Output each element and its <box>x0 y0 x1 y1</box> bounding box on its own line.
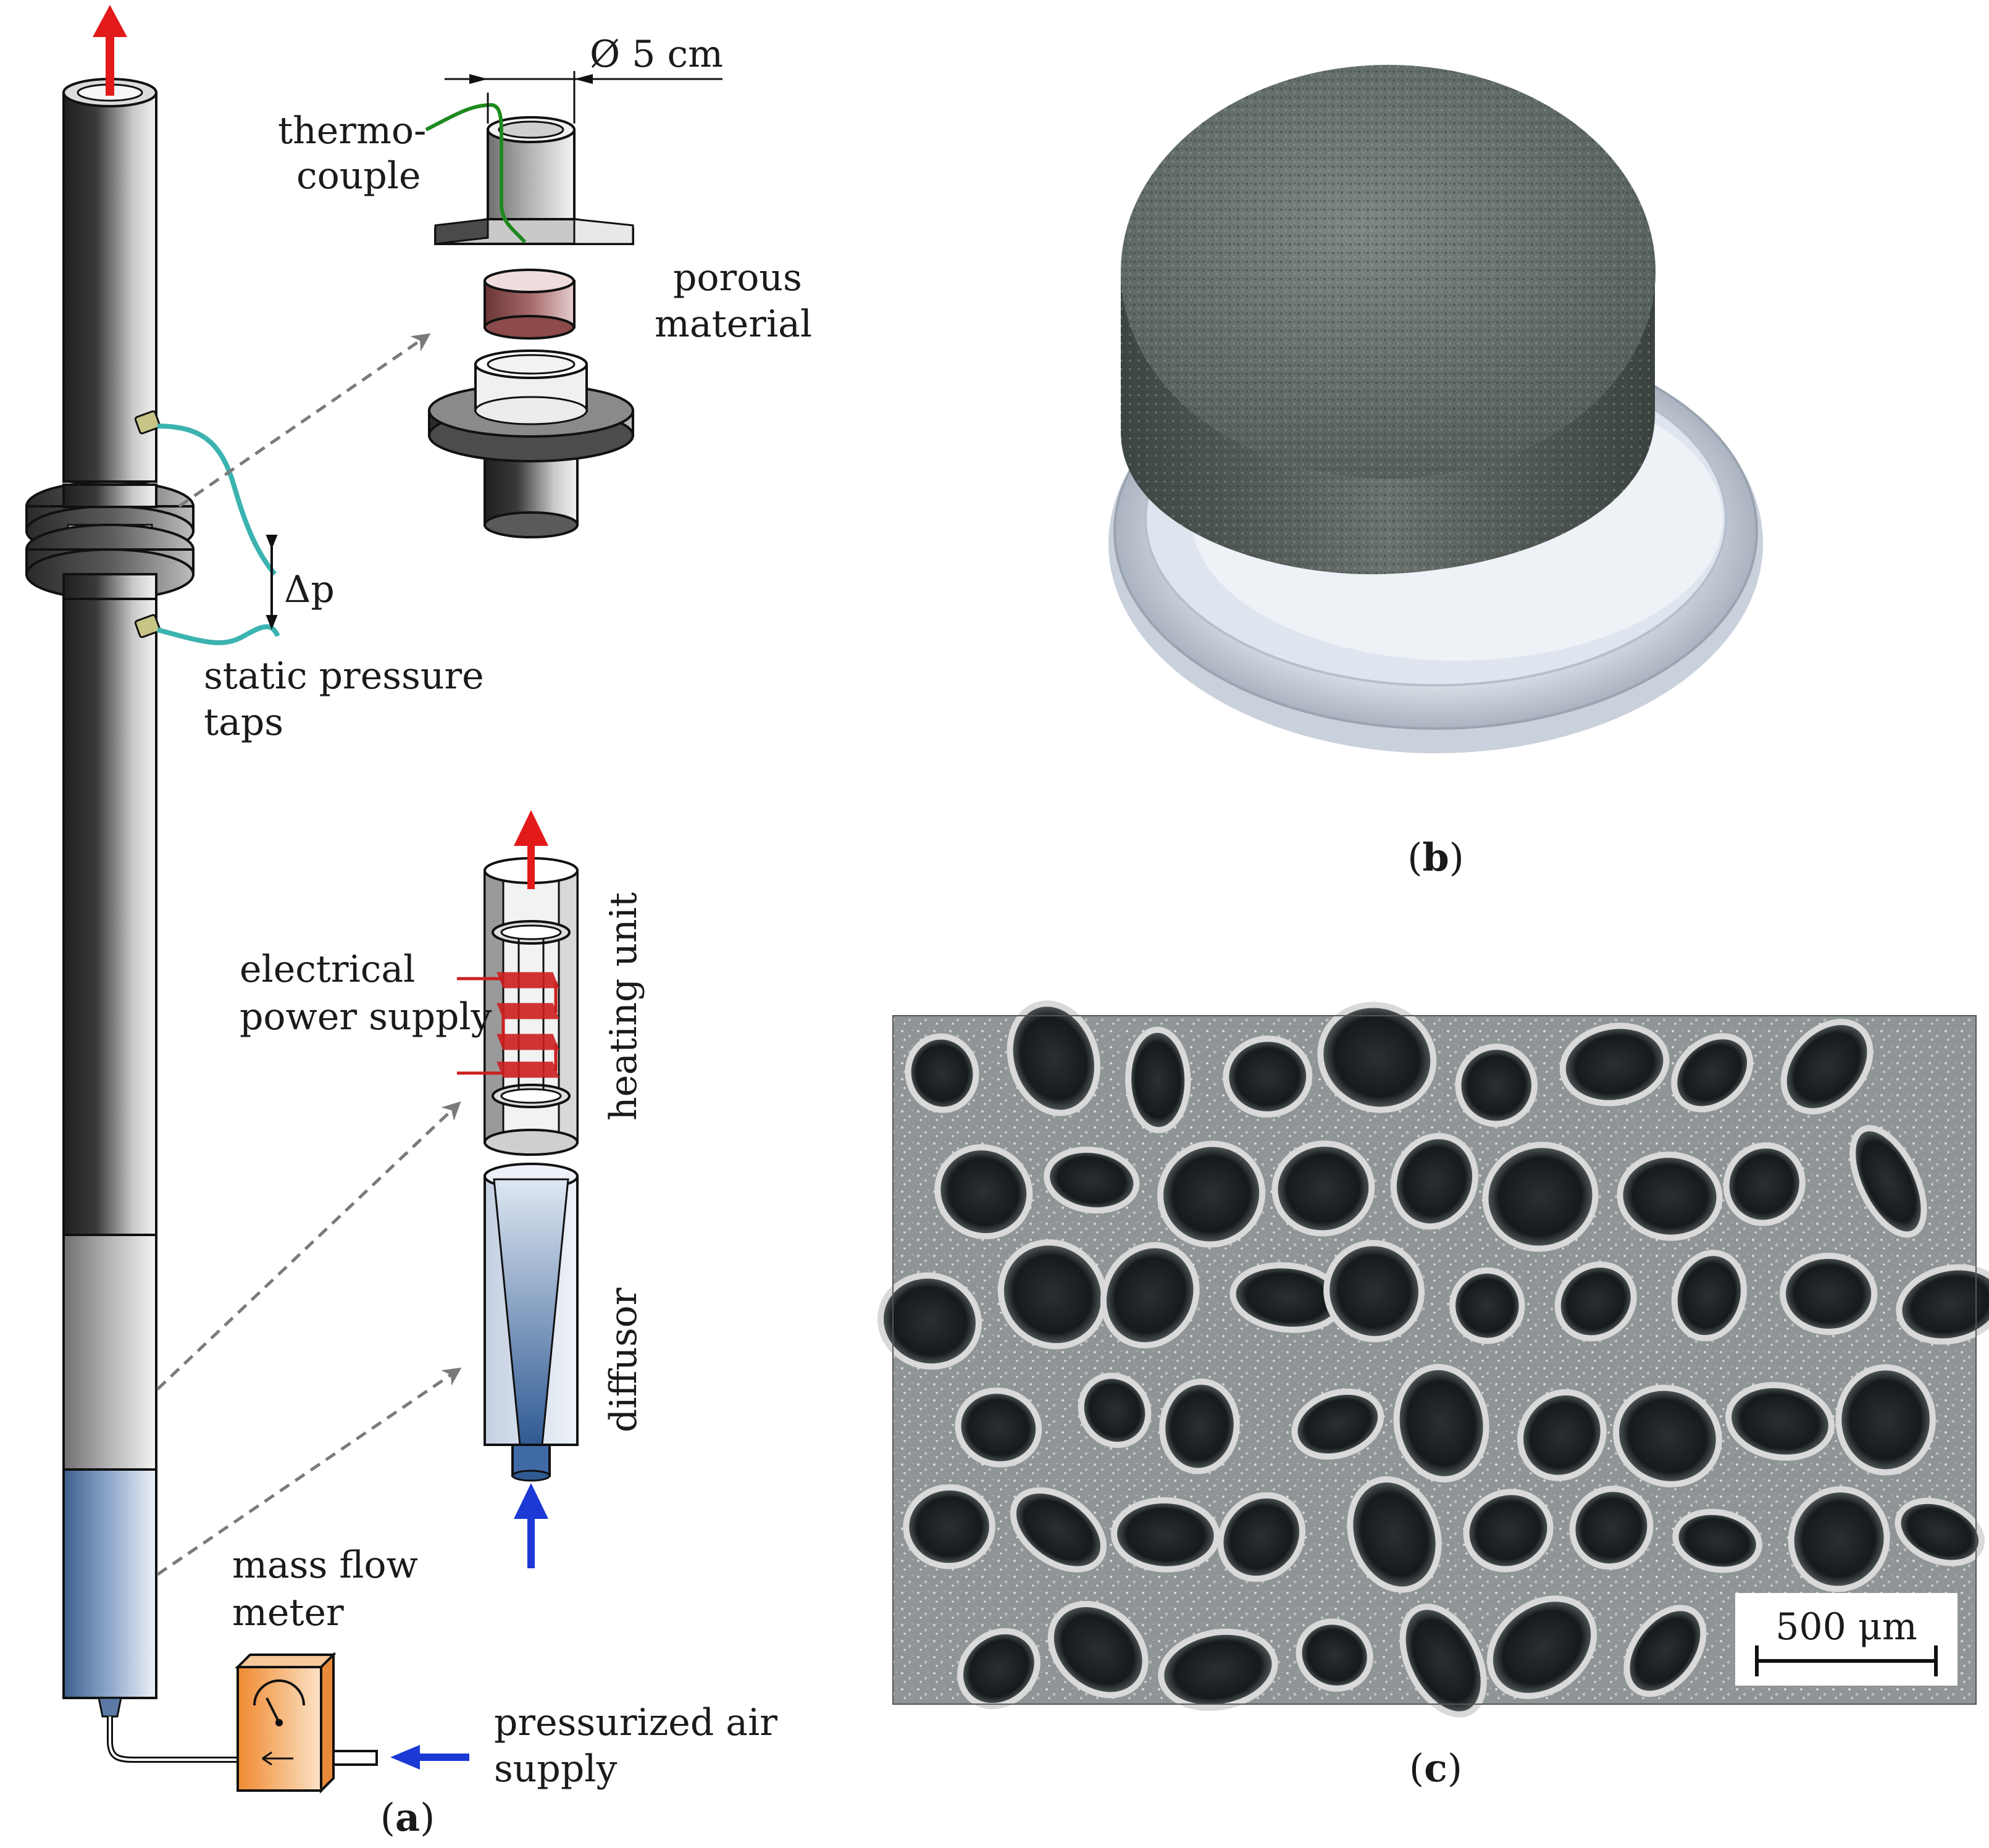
foam-pore-cell <box>1672 1508 1762 1573</box>
diameter-label: Ø 5 cm <box>590 33 723 76</box>
foam-pore-cell <box>1849 1125 1927 1238</box>
foam-pore-cell <box>1078 1373 1152 1449</box>
foam-pore-cell <box>1455 1043 1538 1127</box>
foam-pore-cell <box>1725 1382 1835 1461</box>
foam-pore-cell <box>957 1628 1041 1710</box>
foam-pore-cell <box>1223 1035 1313 1118</box>
foam-pore-cell <box>905 1033 979 1113</box>
caption-c-letter: c <box>1424 1746 1447 1791</box>
diffusor-section <box>484 1163 579 1482</box>
heating-coil <box>457 972 559 1078</box>
panel-b-sample-photo: (b) <box>1108 65 1763 880</box>
foam-pore-cell <box>1617 1152 1723 1241</box>
scale-bar <box>1735 1593 1958 1686</box>
foam-pore-cell <box>1390 1132 1479 1230</box>
foam-pore-cell <box>1217 1492 1306 1583</box>
porous-label-line1: porous <box>673 256 802 299</box>
foam-pore-cell <box>1125 1026 1191 1134</box>
foam-pore-cell <box>1393 1364 1489 1482</box>
pointer-to-diffusor <box>156 1367 462 1576</box>
mass-flow-label-line2: meter <box>232 1591 344 1634</box>
foam-pore-cell <box>1399 1603 1487 1718</box>
heater-outlet-arrow-head <box>514 810 548 846</box>
thermocouple-wire <box>425 102 527 244</box>
foam-pore-cell <box>1100 1242 1200 1348</box>
mass-flow-meter <box>107 1652 378 1794</box>
foam-pore-cell <box>1159 1378 1240 1474</box>
pointer-to-heating-unit <box>156 1101 461 1390</box>
air-supply-arrow-head <box>390 1745 420 1770</box>
taps-label-line1: static pressure <box>204 654 484 698</box>
foam-pore-cell <box>1486 1595 1597 1699</box>
foam-pore-cell <box>955 1387 1042 1468</box>
foam-pore-cell <box>1291 1388 1384 1460</box>
caption-c: (c) <box>1409 1746 1462 1791</box>
thermocouple-label-line1: thermo- <box>278 109 426 153</box>
foam-pore-cell <box>1007 1000 1100 1116</box>
foam-pore-cell <box>1347 1476 1442 1593</box>
foam-pore-cell <box>1449 1267 1525 1344</box>
foam-pore-cell <box>1835 1364 1936 1476</box>
foam-pore-cell <box>1111 1497 1220 1573</box>
foam-pore-cells <box>877 1000 1989 1718</box>
caption-b-letter: b <box>1422 835 1449 880</box>
foam-pore-cell <box>1010 1487 1107 1573</box>
panel-c-micrograph: 500 μm (c) <box>877 1000 1989 1791</box>
foam-pore-cell <box>1788 1486 1890 1592</box>
foam-pore-cell <box>1671 1033 1754 1113</box>
foam-pore-cell <box>1623 1605 1707 1697</box>
scale-bar-label: 500 μm <box>1775 1605 1917 1649</box>
mass-flow-label-line1: mass flow <box>232 1544 418 1587</box>
lower-flange-part <box>428 349 634 538</box>
upper-flange-part <box>434 116 634 245</box>
foam-pore-cell <box>1296 1618 1373 1692</box>
thermocouple-label-line2: couple <box>296 154 421 198</box>
foam-pore-cell <box>1158 1628 1278 1711</box>
electrical-label-line1: electrical <box>240 948 415 991</box>
foam-pore-cell <box>1323 1240 1425 1342</box>
diffusor-inlet-arrow-head <box>514 1483 548 1519</box>
porous-sample-disc <box>484 269 576 340</box>
pointer-to-test-section <box>178 333 431 508</box>
foam-pore-cell <box>1559 1022 1670 1106</box>
foam-pore-cell <box>934 1144 1033 1240</box>
outlet-arrow-head <box>93 5 127 37</box>
foam-pore-cell <box>1047 1600 1149 1699</box>
porous-label-line2: material <box>655 303 812 346</box>
foam-pore-cell <box>1723 1142 1806 1226</box>
foam-pore-cell <box>1044 1146 1140 1214</box>
foam-pore-cell <box>903 1484 995 1570</box>
delta-p-label: Δp <box>284 568 335 611</box>
foam-pore-cell <box>1482 1142 1599 1252</box>
test-tube-column <box>62 78 157 1718</box>
test-section-flanges <box>25 480 195 600</box>
foam-pore-cell <box>997 1239 1108 1350</box>
caption-a-letter: a <box>395 1795 420 1840</box>
heating-unit-label: heating unit <box>602 892 645 1121</box>
caption-a: (a) <box>380 1795 435 1840</box>
foam-pore-cell <box>1780 1019 1874 1114</box>
foam-pore-cell <box>1895 1497 1985 1566</box>
foam-pore-cell <box>1671 1250 1747 1342</box>
foam-pore-cell <box>1569 1486 1654 1570</box>
caption-b: (b) <box>1407 835 1464 880</box>
diameter-dimension <box>445 71 722 123</box>
foam-pore-cell <box>1780 1252 1878 1336</box>
foam-pore-cell <box>877 1272 982 1370</box>
foam-pore-cell <box>1317 1001 1437 1113</box>
foam-pore-cell <box>1517 1389 1607 1481</box>
foam-pore-cell <box>1157 1140 1266 1248</box>
taps-label-line2: taps <box>204 701 283 744</box>
foam-pore-cell <box>1613 1384 1722 1487</box>
foam-pore-cell <box>1554 1261 1637 1342</box>
electrical-label-line2: power supply <box>240 995 492 1039</box>
air-supply-label-line2: supply <box>494 1747 617 1791</box>
foam-pore-cell <box>1463 1489 1554 1573</box>
air-supply-label-line1: pressurized air <box>494 1701 777 1744</box>
panel-a-apparatus: Δp <box>25 5 812 1840</box>
foam-pore-cell <box>1271 1140 1375 1237</box>
diffusor-label: diffusor <box>602 1287 645 1432</box>
